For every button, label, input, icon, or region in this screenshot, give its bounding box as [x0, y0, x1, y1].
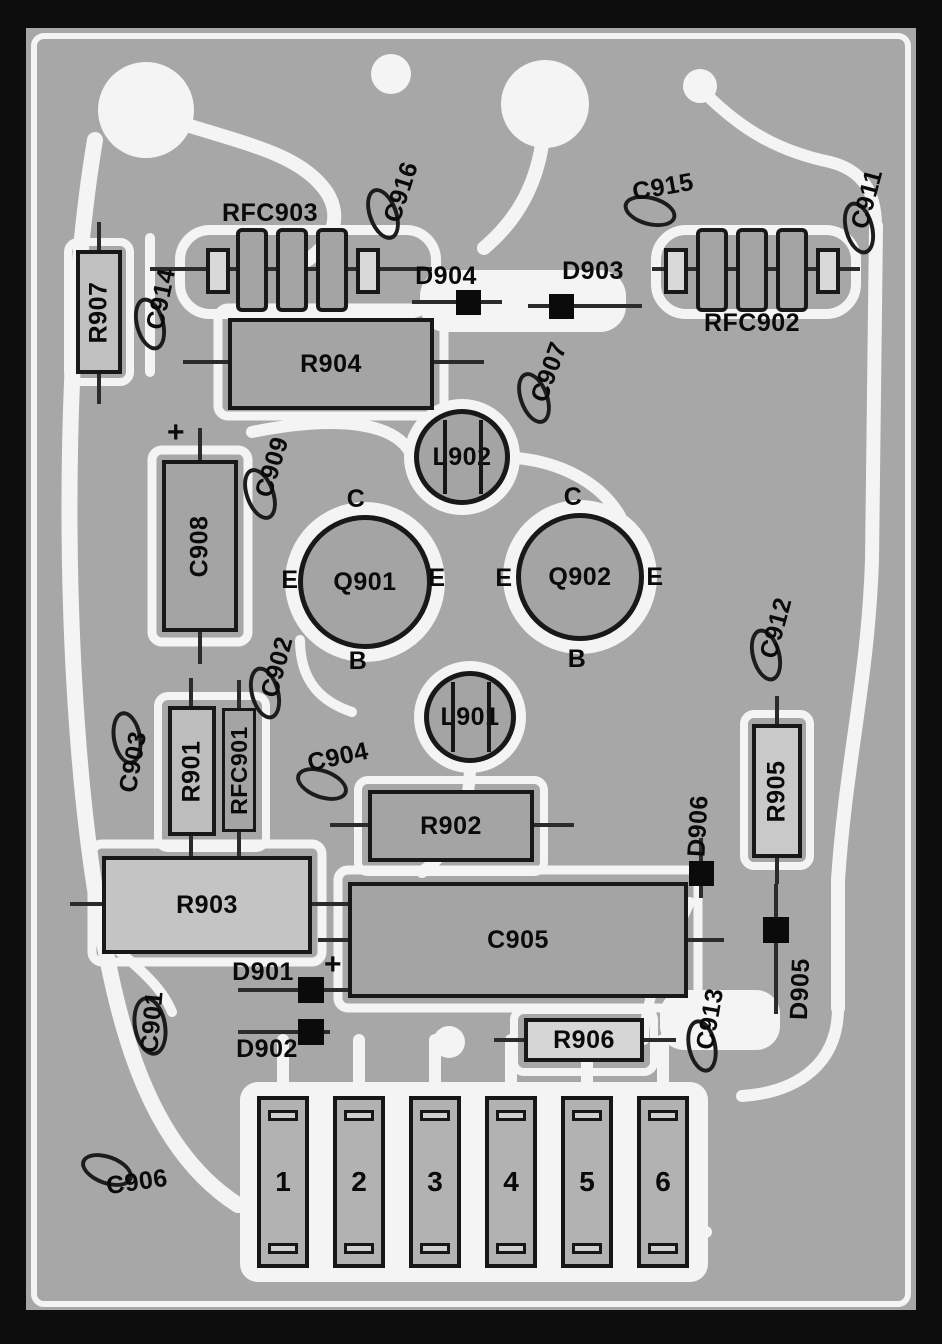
- pad-bottom-bar: [496, 1243, 526, 1254]
- capacitor-c905: C905: [348, 882, 688, 998]
- resistor-r905: R905: [752, 724, 802, 858]
- pad-number-1: 1: [275, 1166, 291, 1197]
- resistor-r903: R903: [102, 856, 312, 954]
- via-hole: [433, 1026, 465, 1058]
- pad-top-bar: [420, 1110, 450, 1121]
- label-r907: R907: [84, 281, 113, 343]
- pad-number-5: 5: [579, 1166, 595, 1197]
- resistor-r907: R907: [76, 250, 122, 374]
- label-r904: R904: [300, 349, 362, 378]
- pad-top-bar: [496, 1110, 526, 1121]
- label-d905: D905: [784, 957, 816, 1021]
- coil-rfc901: RFC901: [222, 708, 256, 832]
- coil-rfc902-bar: [696, 228, 728, 312]
- resistor-r902: R902: [368, 790, 534, 862]
- q902-pin-e-left: E: [495, 564, 513, 592]
- label-c908: C908: [185, 515, 214, 577]
- label-rfc902: RFC902: [703, 309, 801, 337]
- pad-bottom-bar: [268, 1243, 298, 1254]
- coil-rfc903-bar: [316, 228, 348, 312]
- pad-number-4: 4: [503, 1166, 519, 1197]
- coil-rfc903-bar: [276, 228, 308, 312]
- coil-rfc903-endcap: [206, 248, 230, 294]
- label-rfc901: RFC901: [225, 725, 252, 815]
- label-rfc903: RFC903: [221, 199, 319, 227]
- diode-d903: [549, 294, 574, 319]
- label-c901: C901: [135, 990, 169, 1054]
- q901-pin-e-right: E: [428, 564, 446, 592]
- diode-d902: [298, 1019, 324, 1045]
- q902-pin-e-right: E: [646, 563, 664, 591]
- coil-winding-line: [479, 420, 483, 494]
- label-r901: R901: [177, 740, 206, 802]
- pad-number-2: 2: [351, 1166, 367, 1197]
- label-d901-plus: +: [323, 948, 343, 981]
- coil-rfc902-endcap: [816, 248, 840, 294]
- label-r903: R903: [176, 890, 238, 919]
- mounting-hole: [501, 60, 589, 148]
- coil-rfc903-bar: [236, 228, 268, 312]
- resistor-r904: R904: [228, 318, 434, 410]
- label-q902: Q902: [548, 562, 612, 591]
- pad-bottom-bar: [572, 1243, 602, 1254]
- via-hole: [683, 69, 717, 103]
- coil-l901: L901: [424, 671, 516, 763]
- pad-bottom-bar: [648, 1243, 678, 1254]
- label-q901: Q901: [333, 567, 397, 596]
- label-r902: R902: [420, 811, 482, 840]
- q902-pin-b: B: [567, 645, 587, 673]
- label-c908-plus: +: [166, 416, 186, 449]
- connector-pad-4: 4: [485, 1096, 537, 1268]
- coil-l902: L902: [414, 409, 510, 505]
- pad-bottom-bar: [420, 1243, 450, 1254]
- q901-pin-b: B: [348, 647, 368, 675]
- resistor-r901: R901: [168, 706, 216, 836]
- coil-winding-line: [443, 420, 447, 494]
- pad-top-bar: [268, 1110, 298, 1121]
- pad-bottom-bar: [344, 1243, 374, 1254]
- coil-rfc902-endcap: [664, 248, 688, 294]
- pad-number-6: 6: [655, 1166, 671, 1197]
- coil-rfc903-endcap: [356, 248, 380, 294]
- coil-rfc902-bar: [776, 228, 808, 312]
- connector-pad-3: 3: [409, 1096, 461, 1268]
- label-d901: D901: [232, 958, 294, 986]
- diode-d904: [456, 290, 481, 315]
- transistor-q902: Q902: [516, 513, 644, 641]
- diode-d901: [298, 977, 324, 1003]
- capacitor-c908: C908: [162, 460, 238, 632]
- mounting-hole: [98, 62, 194, 158]
- pad-top-bar: [648, 1110, 678, 1121]
- connector-pad-2: 2: [333, 1096, 385, 1268]
- label-r906: R906: [553, 1025, 615, 1054]
- coil-rfc902-bar: [736, 228, 768, 312]
- label-d902: D902: [236, 1035, 298, 1063]
- q902-pin-c: C: [563, 483, 583, 511]
- coil-winding-line: [451, 682, 455, 752]
- trace-blob: [660, 990, 780, 1050]
- label-d904: D904: [415, 262, 477, 290]
- diode-trace-area: [420, 270, 626, 332]
- label-r905: R905: [762, 760, 791, 822]
- label-c905: C905: [487, 925, 549, 954]
- connector-pad-5: 5: [561, 1096, 613, 1268]
- pad-top-bar: [344, 1110, 374, 1121]
- q901-pin-c: C: [346, 485, 366, 513]
- via-hole: [371, 54, 411, 94]
- label-d906: D906: [682, 794, 714, 858]
- q901-pin-e-left: E: [281, 566, 299, 594]
- diode-d905: [763, 917, 789, 943]
- transistor-q901: Q901: [298, 515, 432, 649]
- label-d903: D903: [562, 257, 624, 285]
- pad-top-bar: [572, 1110, 602, 1121]
- connector-pad-6: 6: [637, 1096, 689, 1268]
- pad-number-3: 3: [427, 1166, 443, 1197]
- coil-winding-line: [487, 682, 491, 752]
- resistor-r906: R906: [524, 1018, 644, 1062]
- connector-pad-1: 1: [257, 1096, 309, 1268]
- diode-d906: [689, 861, 714, 886]
